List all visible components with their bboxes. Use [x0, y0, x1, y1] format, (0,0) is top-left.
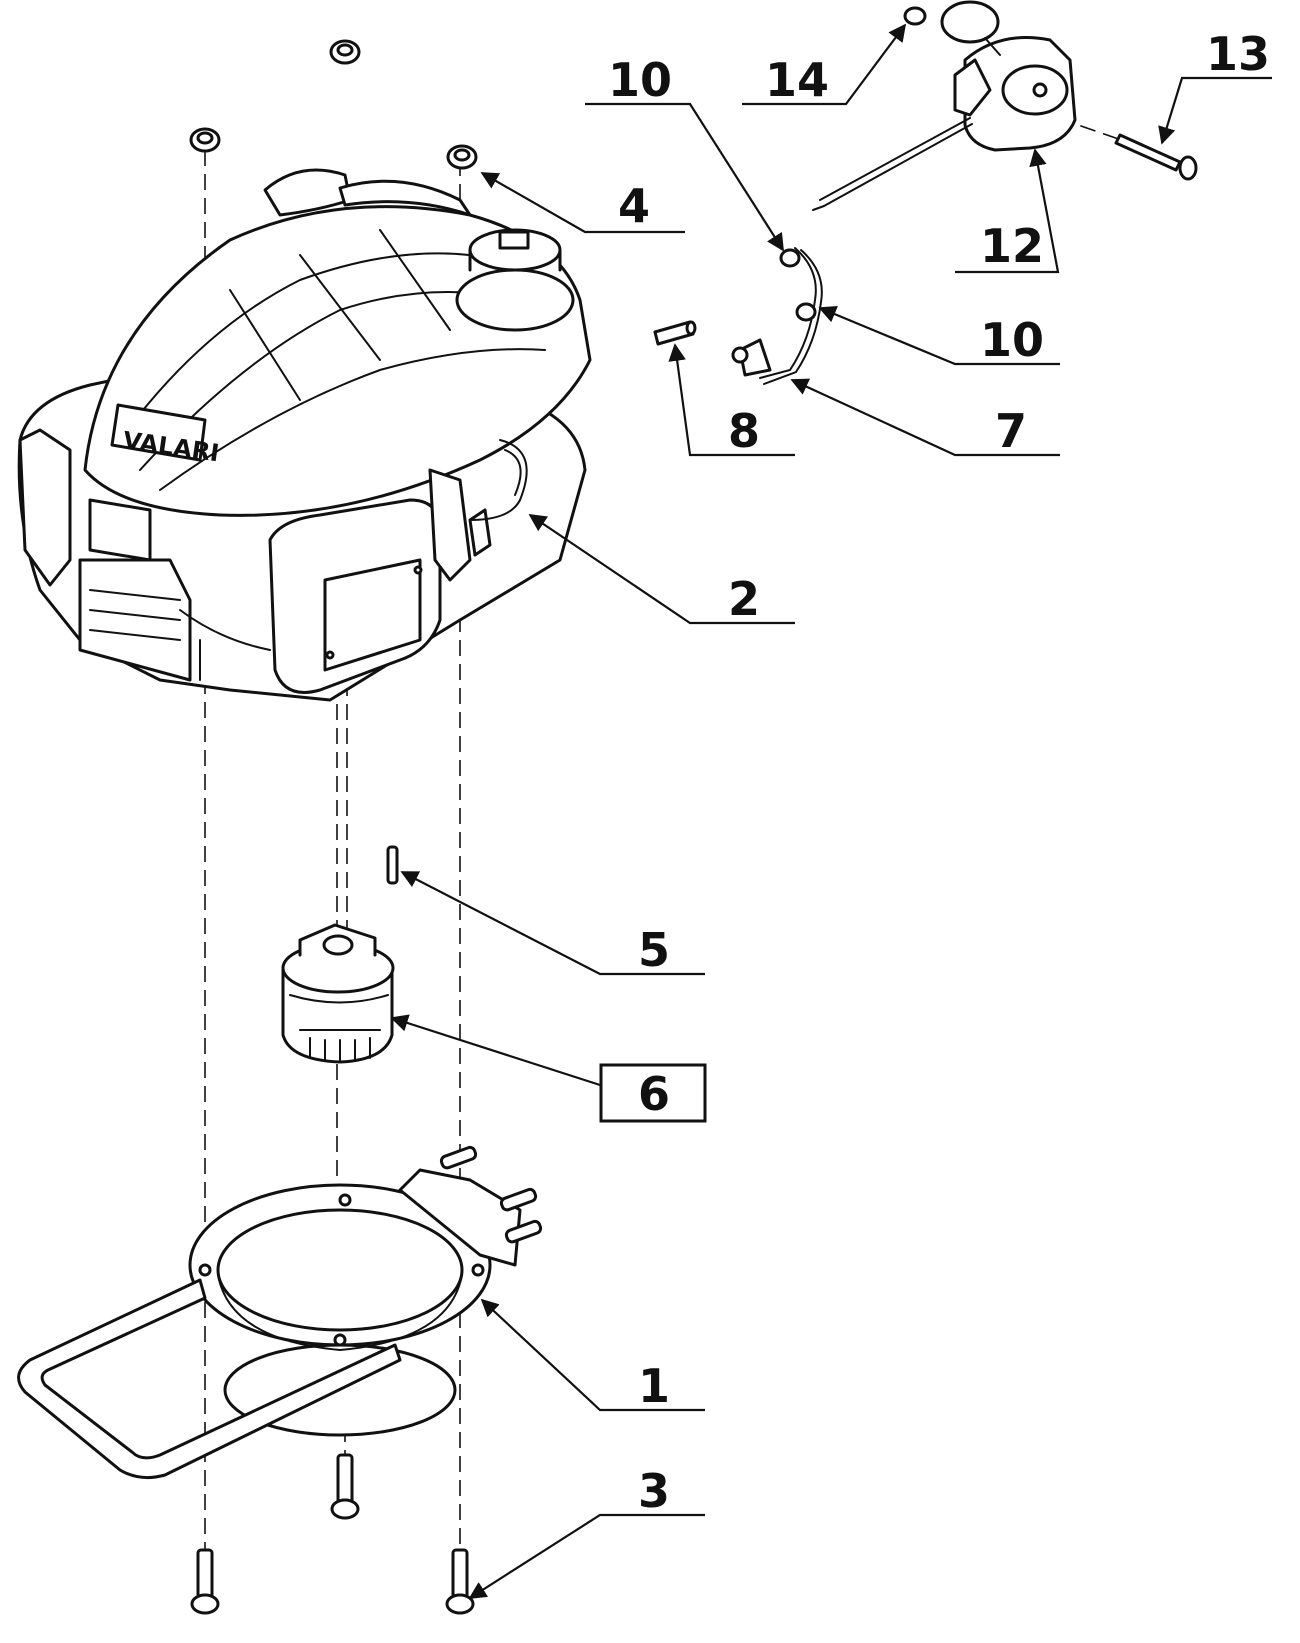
- bushing-part-8: [653, 320, 697, 346]
- callout-label-12: 12: [980, 219, 1044, 273]
- callout-label-4: 4: [618, 179, 650, 233]
- callout-label-10b: 10: [980, 313, 1044, 367]
- callout-5: 5: [400, 871, 705, 977]
- linkage-rod-part-7: [731, 247, 823, 385]
- blade-adapter-part-6: [281, 923, 395, 1064]
- screw-part-3: [190, 1453, 475, 1615]
- callout-6-box: [599, 1063, 707, 1123]
- callout-6: 6: [390, 1014, 707, 1123]
- callout-13: 13: [1158, 27, 1272, 145]
- callout-8: 8: [668, 343, 795, 458]
- callout-label-8: 8: [728, 404, 760, 458]
- callout-label-14: 14: [765, 53, 829, 107]
- pin-part-13: [1114, 133, 1198, 181]
- callout-2: 2: [528, 514, 795, 626]
- callout-label-13: 13: [1206, 27, 1270, 81]
- callout-label-5: 5: [638, 923, 670, 977]
- engine-part-2: VALARI: [17, 168, 592, 702]
- callout-1: 1: [480, 1298, 705, 1413]
- callout-12: 12: [955, 148, 1060, 274]
- callout-label-6: 6: [638, 1067, 670, 1121]
- callout-10-mid: 10: [818, 305, 1060, 367]
- callout-10-top: 10: [585, 53, 784, 252]
- callout-label-3: 3: [638, 1464, 670, 1518]
- throttle-lever-part-12: [940, 0, 1077, 152]
- deck-ring-part-1: [17, 1145, 543, 1480]
- callout-label-2: 2: [728, 572, 760, 626]
- callout-7: 7: [790, 378, 1060, 458]
- key-part-5: [386, 845, 399, 885]
- nut-part-4: [189, 39, 478, 170]
- fuel-cap: [455, 228, 575, 332]
- throttle-cable: [812, 117, 973, 211]
- clip-part-10: [779, 248, 817, 322]
- callout-3: 3: [468, 1464, 705, 1599]
- grommet-part-14: [903, 6, 927, 26]
- callout-label-10: 10: [608, 53, 672, 107]
- callout-14: 14: [742, 23, 907, 107]
- callout-label-1: 1: [638, 1359, 670, 1413]
- callout-4: 4: [480, 172, 685, 234]
- callout-label-7: 7: [995, 404, 1027, 458]
